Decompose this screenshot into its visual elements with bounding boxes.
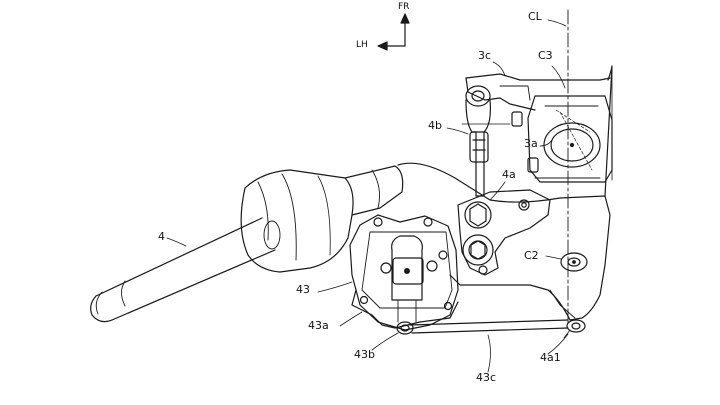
label-43: 43 xyxy=(296,283,310,296)
handlebar-4 xyxy=(90,165,404,323)
clamp-assembly-43 xyxy=(349,214,459,335)
leader-lines xyxy=(166,61,569,373)
label-c3: C3 xyxy=(538,49,553,62)
label-43c: 43c xyxy=(476,371,497,384)
label-3c: 3c xyxy=(478,49,492,62)
bolt-4a1 xyxy=(563,319,586,339)
bracket-3c xyxy=(465,73,613,183)
pivot-bracket-4a xyxy=(457,189,551,276)
link-rod-4b xyxy=(461,85,531,197)
label-3a: 3a xyxy=(524,137,538,150)
tie-rod-43c xyxy=(409,319,569,334)
label-43a: 43a xyxy=(308,319,329,332)
direction-indicator xyxy=(377,13,410,51)
center-line xyxy=(547,9,569,326)
center-line-label: CL xyxy=(528,10,542,23)
left-direction-label: LH xyxy=(356,40,368,50)
front-direction-label: FR xyxy=(398,2,410,12)
label-4b: 4b xyxy=(428,119,442,132)
label-c2: C2 xyxy=(524,249,539,262)
label-4a1: 4a1 xyxy=(540,351,561,364)
frame-body xyxy=(397,65,613,321)
label-4a: 4a xyxy=(502,168,516,181)
label-43b: 43b xyxy=(354,348,375,361)
boss-c2 xyxy=(545,252,588,272)
label-4: 4 xyxy=(158,230,165,243)
